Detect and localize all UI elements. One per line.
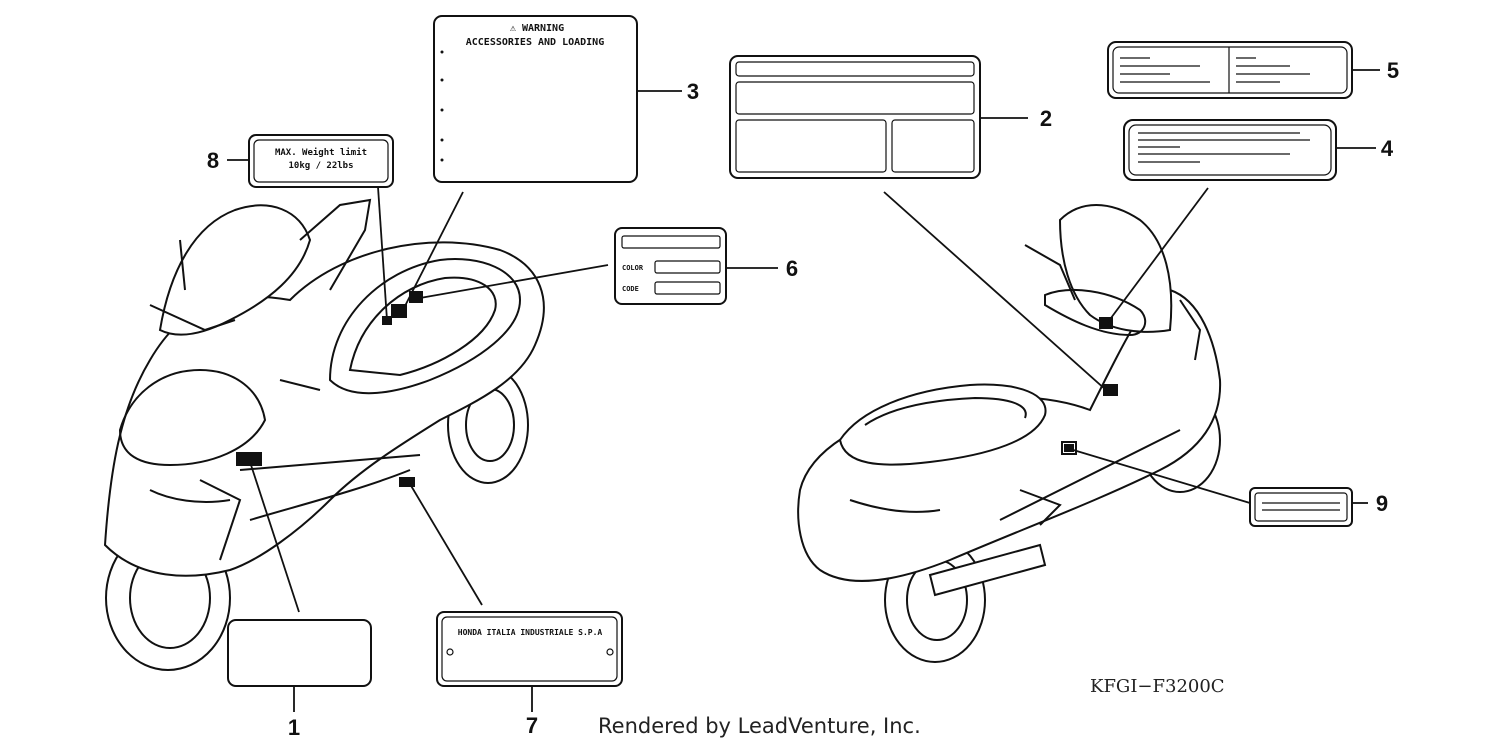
drawing-code: KFGI−F3200C [1090,676,1225,697]
callout-2: 2 [1040,106,1052,131]
warning-subtitle: ACCESSORIES AND LOADING [466,37,604,48]
callout-9: 9 [1376,491,1388,516]
color-text: COLOR [622,264,644,272]
scooter-front-view [103,198,545,671]
label-part-6: COLOR CODE [614,227,727,305]
weight-limit-line2: 10kg / 22lbs [288,161,353,171]
callout-4: 4 [1381,136,1394,161]
maker-plate-text: HONDA ITALIA INDUSTRIALE S.P.A [458,628,603,637]
label-part-5 [1107,41,1353,99]
callout-5: 5 [1387,58,1399,83]
callout-6: 6 [786,256,798,281]
label-part-8: MAX. Weight limit 10kg / 22lbs [248,134,394,188]
callout-7: 7 [526,713,538,738]
callout-numbers: 1 2 3 4 5 6 7 8 9 [207,58,1399,740]
warning-title: ⚠ WARNING [510,23,564,34]
footer-credit: Rendered by LeadVenture, Inc. [598,714,921,738]
label-part-4 [1123,119,1337,181]
callout-3: 3 [687,79,699,104]
label-part-2 [729,55,981,179]
label-part-1 [227,619,372,687]
weight-limit-line1: MAX. Weight limit [275,147,367,158]
label-part-9 [1249,487,1353,527]
code-text: CODE [622,285,639,293]
callout-8: 8 [207,148,219,173]
label-part-3: ⚠ WARNING ACCESSORIES AND LOADING [433,15,638,183]
leader-lines [227,69,1380,712]
scooter-rear-view [797,204,1222,663]
label-part-7: HONDA ITALIA INDUSTRIALE S.P.A [436,611,623,687]
callout-1: 1 [288,715,300,740]
